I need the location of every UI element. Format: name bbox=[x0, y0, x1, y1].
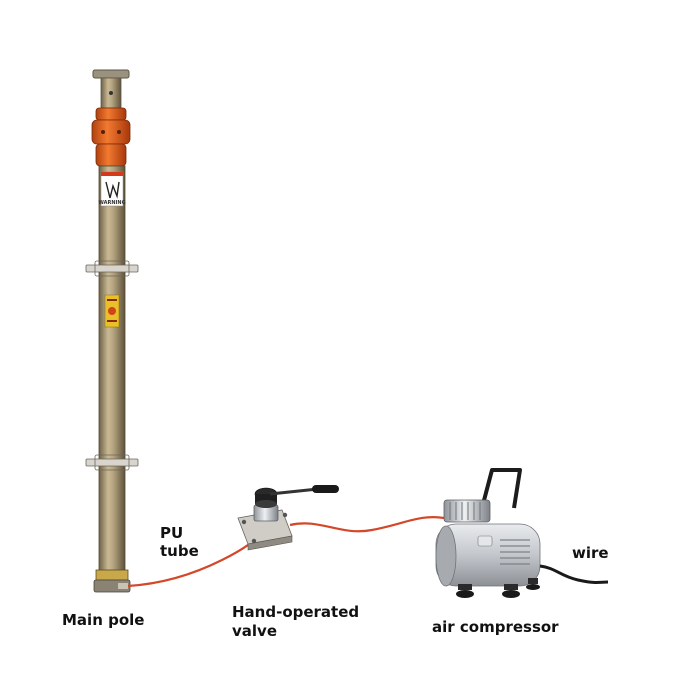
pu-tube-label-line2: tube bbox=[160, 542, 199, 560]
compressor-handle bbox=[480, 468, 522, 509]
air-compressor-label: air compressor bbox=[432, 618, 559, 636]
pole-upper-clamp bbox=[85, 260, 139, 277]
pole-base-ring bbox=[95, 569, 129, 581]
valve-label: Hand-operated bbox=[232, 603, 360, 621]
pole-lower-clamp bbox=[85, 454, 139, 471]
pole-sticker-label: WARNING bbox=[98, 200, 125, 206]
valve-lever-handle bbox=[312, 485, 339, 493]
pole-orange-collar bbox=[91, 107, 131, 167]
air-compressor bbox=[435, 468, 609, 598]
pole-top-hole bbox=[109, 91, 113, 95]
pole-air-inlet bbox=[118, 583, 128, 589]
wire-label: wire bbox=[572, 544, 609, 562]
compressor-foot bbox=[458, 584, 472, 590]
main-pole: WARNING bbox=[85, 69, 139, 593]
compressor-foot bbox=[504, 584, 518, 590]
valve-label-line2: valve bbox=[232, 622, 277, 640]
pu-tube-valve-to-compressor bbox=[289, 516, 445, 533]
compressor-power-wire bbox=[539, 564, 609, 584]
pole-warning-sticker: WARNING bbox=[98, 171, 126, 207]
pole-top-cap bbox=[92, 69, 130, 79]
valve-lever bbox=[269, 487, 319, 496]
pole-yellow-sticker bbox=[104, 294, 120, 328]
compressor-head bbox=[443, 499, 491, 523]
pole-shaft bbox=[98, 165, 126, 591]
hand-operated-valve bbox=[237, 485, 339, 551]
pu-tube-label: PU bbox=[160, 524, 184, 542]
main-pole-label: Main pole bbox=[62, 611, 145, 629]
